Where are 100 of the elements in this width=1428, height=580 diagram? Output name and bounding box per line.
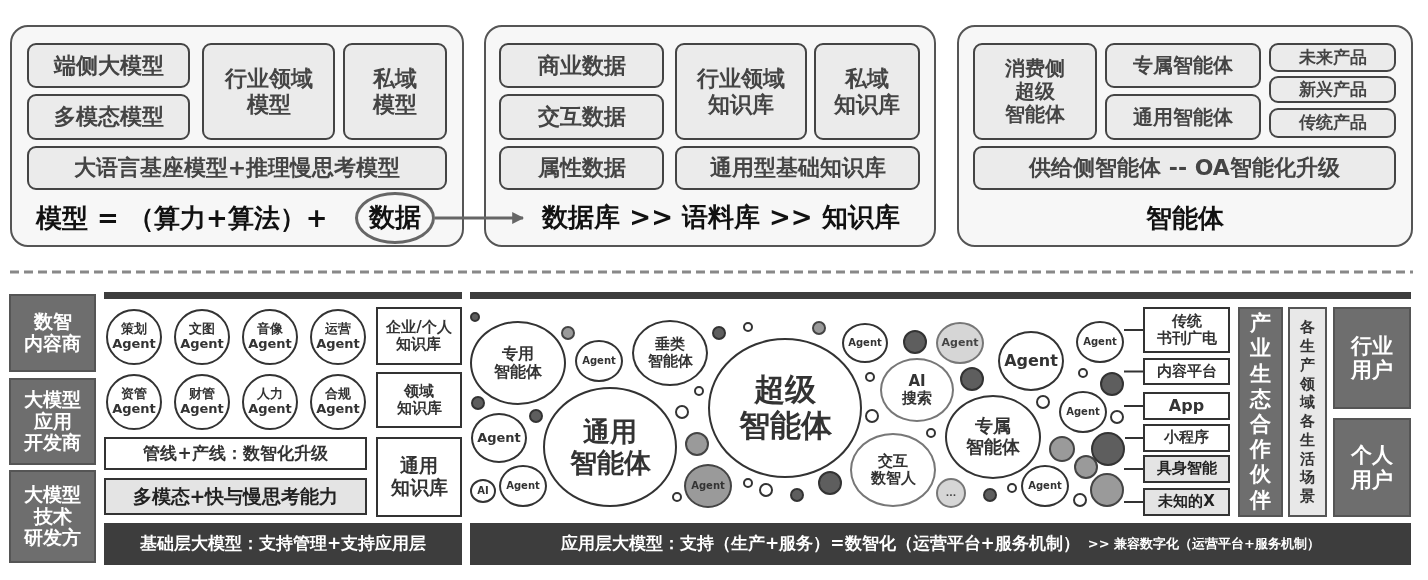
agent-bubble: 策划 Agent <box>106 309 162 365</box>
label-box: 消费侧超级智能体 <box>973 43 1097 140</box>
vertical-banner: 产业生态合作伙伴 <box>1238 307 1283 517</box>
bubble <box>865 372 875 382</box>
agent-bubble: 合规 Agent <box>310 374 366 430</box>
label-box: 私域模型 <box>343 43 447 140</box>
bubble: Agent <box>499 465 547 507</box>
bubble <box>1110 410 1124 424</box>
role-box: 数智内容商 <box>9 294 96 372</box>
label-box: 小程序 <box>1143 424 1230 452</box>
highlight-ellipse: 数据 <box>355 192 435 244</box>
connector-line <box>1124 437 1144 439</box>
bubble: Agent <box>998 331 1064 391</box>
connector-line <box>1123 501 1144 503</box>
connector-line <box>1123 468 1144 470</box>
bubble: 垂类智能体 <box>632 320 708 386</box>
agent-bubble: 资管 Agent <box>106 374 162 430</box>
bubble: 通用智能体 <box>543 387 677 507</box>
agent-bubble: 运营 Agent <box>310 309 366 365</box>
layer-bar <box>470 523 1411 565</box>
label-box: 商业数据 <box>499 43 664 88</box>
label-box: 传统书刊广电 <box>1143 307 1230 353</box>
bubble <box>1078 368 1088 378</box>
bubble: ... <box>936 478 966 508</box>
role-box: 大模型技术研发方 <box>9 470 96 563</box>
formula-text: 模型 = （算力+算法）+ <box>36 202 329 235</box>
bubble <box>790 488 804 502</box>
label-box: 私域知识库 <box>814 43 920 140</box>
bar-text: 应用层大模型：支持（生产+服务）=数智化（运营平台+服务机制） <box>561 534 1080 554</box>
label-box: 内容平台 <box>1143 358 1230 385</box>
label-box: App <box>1143 392 1230 420</box>
label-box: 交互数据 <box>499 94 664 140</box>
bubble: Agent <box>684 464 732 508</box>
panel <box>484 25 936 247</box>
label-box: 领域知识库 <box>376 372 462 428</box>
agent-bubble: 财管 Agent <box>174 374 230 430</box>
vertical-banner: 各生产领域各生活场景 <box>1288 307 1327 517</box>
label-box: 企业/个人知识库 <box>376 307 462 365</box>
bubble <box>529 409 543 423</box>
label-box: 行业领域模型 <box>202 43 335 140</box>
bubble <box>743 478 753 488</box>
user-box: 个人用户 <box>1333 418 1411 517</box>
heading-text: 数据库 >> 语料库 >> 知识库 <box>526 196 916 240</box>
label-box: 管线+产线：数智化升级 <box>104 437 367 470</box>
bubble: 专属智能体 <box>945 395 1041 479</box>
label-box: 属性数据 <box>499 146 664 190</box>
label-box: 传统产品 <box>1269 108 1396 138</box>
label-box: 多模态+快与慢思考能力 <box>104 478 367 515</box>
bubble <box>743 322 753 332</box>
bubble <box>983 488 997 502</box>
bubble <box>1074 455 1098 479</box>
bubble <box>1049 436 1075 462</box>
label-box: 端侧大模型 <box>27 43 190 88</box>
bubble <box>926 428 936 438</box>
bubble: Agent <box>1076 321 1124 363</box>
label-box: 行业领域知识库 <box>675 43 807 140</box>
agent-bubble: 音像 Agent <box>242 309 298 365</box>
bubble: AI <box>470 479 496 503</box>
arrow <box>435 212 525 224</box>
bubble <box>903 330 927 354</box>
label-box: 新兴产品 <box>1269 76 1396 103</box>
bubble: 交互数智人 <box>850 433 936 507</box>
label-box: 通用智能体 <box>1105 94 1261 140</box>
bubble: 专用智能体 <box>470 321 566 405</box>
bubble: Agent <box>471 413 527 463</box>
connector-line <box>1123 405 1144 407</box>
bubble <box>1007 483 1017 493</box>
bubble <box>694 386 704 396</box>
bubble <box>1090 473 1124 507</box>
bubble <box>672 492 682 502</box>
bubble <box>675 405 689 419</box>
label-box: 多模态模型 <box>27 94 190 140</box>
bubble <box>1073 493 1087 507</box>
note-text: >> 兼容数字化（运营平台+服务机制） <box>1087 536 1320 552</box>
bubble <box>712 326 726 340</box>
bubble <box>812 321 826 335</box>
connector-line <box>1123 329 1144 331</box>
label-box: 通用知识库 <box>376 437 462 517</box>
bubble: Agent <box>1021 465 1069 507</box>
connector-line <box>1123 370 1144 373</box>
bubble: Agent <box>575 340 623 382</box>
bubble <box>1100 372 1124 396</box>
bubble <box>470 312 480 322</box>
panel <box>957 25 1413 247</box>
bubble <box>759 483 773 497</box>
label-box: 通用型基础知识库 <box>675 146 920 190</box>
agent-bubble: 文图 Agent <box>174 309 230 365</box>
agent-bubble: 人力 Agent <box>242 374 298 430</box>
bubble <box>960 367 984 391</box>
label-box: 专属智能体 <box>1105 43 1261 88</box>
role-box: 大模型应用开发商 <box>9 378 96 465</box>
bubble <box>1091 432 1125 466</box>
bubble: Agent <box>1059 391 1107 433</box>
bubble <box>865 409 879 423</box>
user-box: 行业用户 <box>1333 307 1411 409</box>
bubble: Agent <box>842 323 888 363</box>
bubble <box>471 396 485 410</box>
label-box: 大语言基座模型+推理慢思考模型 <box>27 146 447 190</box>
bubble <box>818 471 842 495</box>
panel <box>10 25 464 247</box>
